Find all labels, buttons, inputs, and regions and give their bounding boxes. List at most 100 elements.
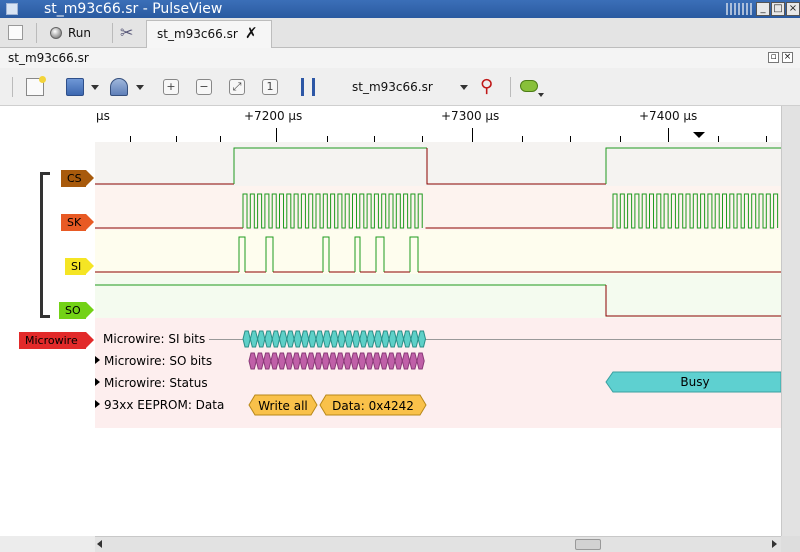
horizontal-scrollbar[interactable] bbox=[95, 536, 781, 552]
new-session-icon[interactable] bbox=[8, 25, 23, 40]
bit-annotation[interactable] bbox=[379, 352, 389, 370]
add-decoder-icon[interactable] bbox=[520, 80, 538, 92]
bit-annotation[interactable] bbox=[286, 330, 295, 348]
bit-annotation[interactable] bbox=[264, 330, 273, 348]
signal-canvas[interactable]: Busy Write all Data: 0x4242 bbox=[0, 142, 781, 536]
bit-annotation[interactable] bbox=[328, 352, 338, 370]
save-dropdown-icon[interactable] bbox=[136, 85, 144, 90]
bit-annotation[interactable] bbox=[321, 352, 330, 370]
bit-annotation[interactable] bbox=[401, 352, 411, 370]
bit-annotation[interactable] bbox=[242, 330, 251, 348]
new-view-icon[interactable] bbox=[26, 76, 46, 96]
bit-annotation[interactable] bbox=[373, 330, 383, 348]
bit-annotation[interactable] bbox=[344, 330, 354, 348]
bit-annotation[interactable] bbox=[314, 352, 323, 370]
trigger-marker[interactable] bbox=[693, 132, 705, 138]
expand-icon[interactable] bbox=[95, 400, 100, 408]
zoom-one-to-one-icon[interactable]: 1 bbox=[262, 79, 278, 95]
probe-config-icon[interactable]: ⚲ bbox=[480, 76, 494, 97]
si-bits-annotations[interactable] bbox=[242, 330, 427, 348]
bit-annotation[interactable] bbox=[249, 330, 259, 348]
bit-annotation[interactable] bbox=[351, 330, 361, 348]
open-file-icon[interactable] bbox=[66, 78, 84, 96]
bit-annotation[interactable] bbox=[271, 330, 281, 348]
bit-annotation[interactable] bbox=[257, 330, 266, 348]
bit-annotation[interactable] bbox=[394, 352, 403, 370]
bit-annotation[interactable] bbox=[417, 330, 427, 348]
bit-annotation[interactable] bbox=[255, 352, 265, 370]
bit-annotation[interactable] bbox=[387, 352, 396, 370]
close-view-icon[interactable]: × bbox=[782, 52, 793, 63]
bit-annotation[interactable] bbox=[403, 330, 412, 348]
bit-annotation[interactable] bbox=[343, 352, 352, 370]
expand-icon[interactable] bbox=[95, 378, 100, 386]
bit-annotation[interactable] bbox=[365, 352, 374, 370]
trace-view[interactable]: µs +7200 µs +7300 µs +7400 µs bbox=[0, 106, 781, 536]
bit-annotation[interactable] bbox=[270, 352, 279, 370]
bit-annotation[interactable] bbox=[350, 352, 360, 370]
device-selector[interactable]: st_m93c66.sr bbox=[352, 80, 433, 94]
decoder-row-si-bits[interactable]: Microwire: SI bits bbox=[103, 332, 205, 346]
channel-group-bracket[interactable] bbox=[40, 172, 50, 318]
bit-annotation[interactable] bbox=[277, 352, 287, 370]
run-button[interactable]: Run bbox=[50, 25, 91, 41]
eeprom-annotation-data[interactable] bbox=[319, 394, 427, 416]
maximize-button[interactable]: □ bbox=[771, 2, 785, 16]
close-tab-icon[interactable]: ✗ bbox=[245, 24, 258, 42]
cursor-icon[interactable] bbox=[299, 78, 319, 96]
channel-label-so[interactable]: SO bbox=[59, 302, 94, 319]
decoder-row-so-bits[interactable]: Microwire: SO bits bbox=[95, 354, 212, 368]
bit-annotation[interactable] bbox=[306, 352, 316, 370]
open-dropdown-icon[interactable] bbox=[91, 85, 99, 90]
bit-annotation[interactable] bbox=[409, 352, 418, 370]
bit-annotation[interactable] bbox=[381, 330, 390, 348]
bit-annotation[interactable] bbox=[322, 330, 332, 348]
horizontal-scroll-thumb[interactable] bbox=[575, 539, 601, 550]
channel-label-sk[interactable]: SK bbox=[61, 214, 94, 231]
bit-annotation[interactable] bbox=[395, 330, 405, 348]
minimize-button[interactable]: _ bbox=[756, 2, 770, 16]
time-ruler[interactable]: µs +7200 µs +7300 µs +7400 µs bbox=[0, 106, 781, 142]
bit-annotation[interactable] bbox=[416, 352, 425, 370]
decoder-row-status[interactable]: Microwire: Status bbox=[95, 376, 208, 390]
tab-session[interactable]: st_m93c66.sr ✗ bbox=[146, 20, 272, 48]
vertical-scrollbar[interactable] bbox=[781, 106, 800, 536]
float-view-icon[interactable]: ▫ bbox=[768, 52, 779, 63]
channel-label-cs[interactable]: CS bbox=[61, 170, 94, 187]
bit-annotation[interactable] bbox=[357, 352, 367, 370]
bit-annotation[interactable] bbox=[410, 330, 419, 348]
device-dropdown-icon[interactable] bbox=[460, 85, 468, 90]
bit-annotation[interactable] bbox=[388, 330, 397, 348]
bit-annotation[interactable] bbox=[366, 330, 375, 348]
bit-annotation[interactable] bbox=[300, 330, 310, 348]
bit-annotation[interactable] bbox=[299, 352, 308, 370]
bit-annotation[interactable] bbox=[284, 352, 294, 370]
bit-annotation[interactable] bbox=[372, 352, 381, 370]
zoom-fit-icon[interactable]: ⤢ bbox=[229, 79, 245, 95]
channel-label-si[interactable]: SI bbox=[65, 258, 94, 275]
scroll-left-icon[interactable] bbox=[97, 540, 102, 548]
bit-annotation[interactable] bbox=[293, 330, 302, 348]
eeprom-annotation-write-all[interactable] bbox=[248, 394, 318, 416]
bit-annotation[interactable] bbox=[337, 330, 346, 348]
save-file-icon[interactable] bbox=[110, 78, 128, 96]
decoder-row-eeprom-data[interactable]: 93xx EEPROM: Data bbox=[95, 398, 224, 412]
zoom-out-icon[interactable]: − bbox=[196, 79, 212, 95]
bit-annotation[interactable] bbox=[315, 330, 324, 348]
decoder-label-microwire[interactable]: Microwire bbox=[19, 332, 94, 349]
close-window-button[interactable]: × bbox=[786, 2, 800, 16]
status-annotation-busy[interactable] bbox=[605, 371, 781, 393]
bit-annotation[interactable] bbox=[248, 352, 257, 370]
decoder-dropdown-icon[interactable] bbox=[538, 93, 544, 97]
bit-annotation[interactable] bbox=[292, 352, 301, 370]
scroll-right-icon[interactable] bbox=[772, 540, 777, 548]
expand-icon[interactable] bbox=[95, 356, 100, 364]
bit-annotation[interactable] bbox=[308, 330, 317, 348]
zoom-in-icon[interactable]: + bbox=[163, 79, 179, 95]
bit-annotation[interactable] bbox=[263, 352, 272, 370]
bit-annotation[interactable] bbox=[359, 330, 368, 348]
so-bits-annotations[interactable] bbox=[248, 352, 425, 370]
bit-annotation[interactable] bbox=[330, 330, 339, 348]
bit-annotation[interactable] bbox=[336, 352, 345, 370]
bit-annotation[interactable] bbox=[278, 330, 288, 348]
